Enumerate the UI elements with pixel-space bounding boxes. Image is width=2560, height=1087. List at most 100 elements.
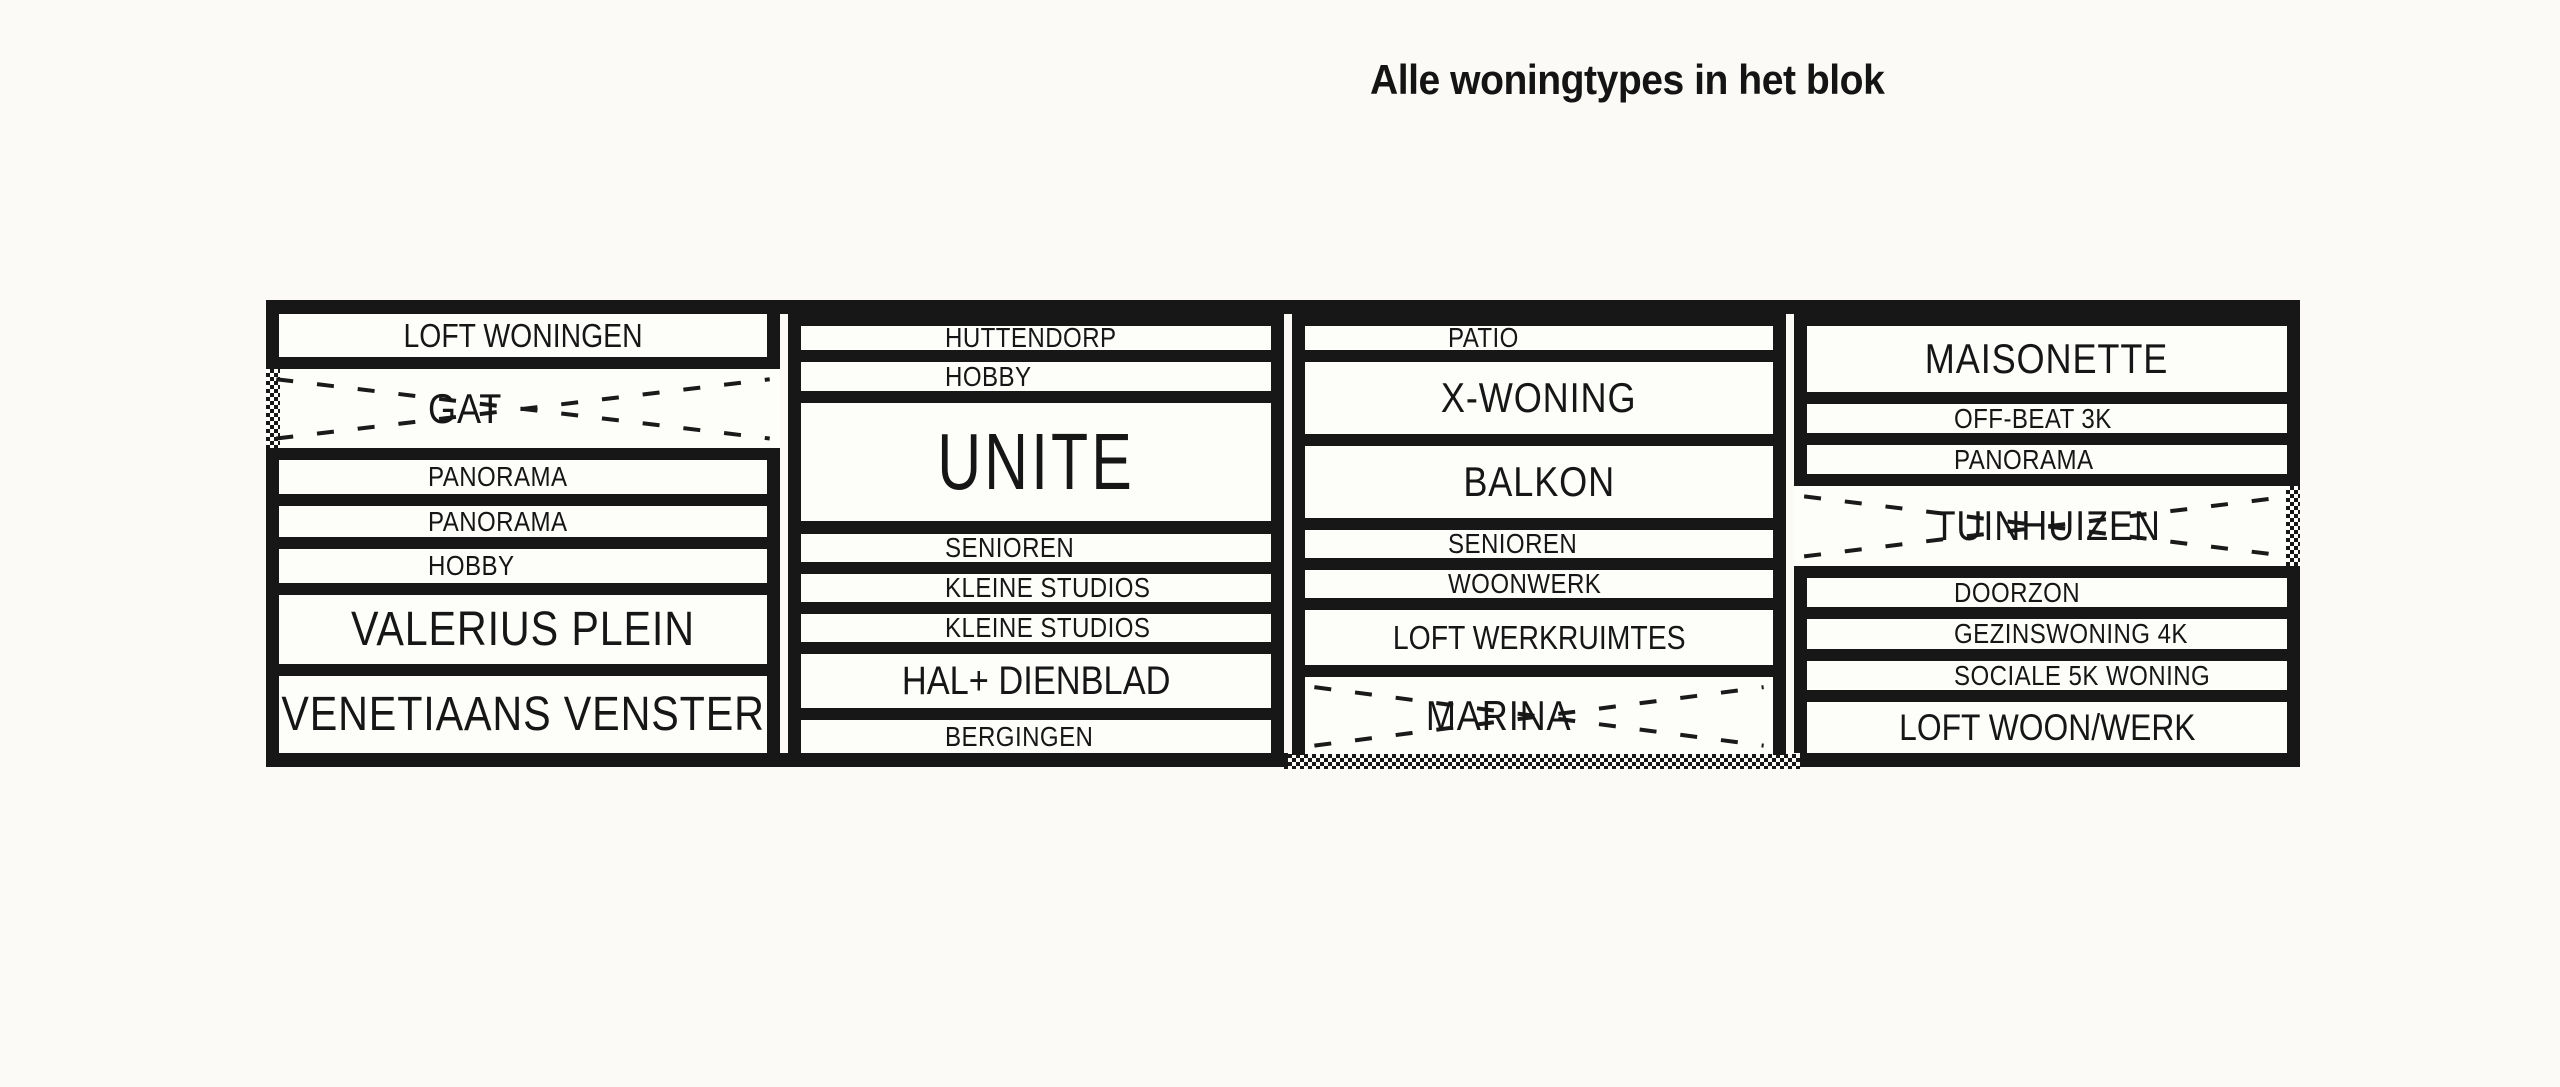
cell-marina: MARINA [1292,677,1786,755]
cell-kleine-studios-1: KLEINE STUDIOS [788,572,1284,603]
cell-panorama-3: PANORAMA [1794,443,2300,475]
diagram-top-border [266,300,2300,314]
row-divider [1292,598,1786,610]
cell-loft-werkruimtes: LOFT WERKRUIMTES [1292,610,1786,665]
row-divider [1292,350,1786,362]
row-divider [266,448,780,460]
row-divider [266,583,780,595]
cell-doorzon: DOORZON [1794,576,2300,608]
cell-venetiaans-venster: VENETIAANS VENSTER [266,676,780,753]
cell-tuinhuizen: TUINHUIZEN [1794,486,2300,566]
cell-label: VENETIAANS VENSTER [281,688,765,741]
cell-kleine-studios-2: KLEINE STUDIOS [788,612,1284,643]
row-divider [266,494,780,506]
cell-label: SENIOREN [944,532,1075,563]
row-divider [788,391,1284,403]
column-2: HUTTENDORP HOBBY UNITE SENIOREN KLEINE S… [788,314,1284,753]
cell-off-beat-3k: OFF-BEAT 3K [1794,402,2300,434]
cell-label: BALKON [1463,458,1615,505]
column-1: LOFT WONINGEN GAT PANORAMA PANORAMA HOBB… [266,314,780,753]
row-divider [1794,607,2300,619]
cell-label: X-WONING [1441,374,1637,421]
cell-senioren-2: SENIOREN [1292,528,1786,559]
hatch-strip-right [2286,486,2300,566]
cell-label: SENIOREN [1448,528,1578,559]
column-3: PATIO X-WONING BALKON SENIOREN WOONWERK … [1292,314,1786,755]
cell-valerius-plein: VALERIUS PLEIN [266,595,780,664]
hatch-strip-left [266,369,280,448]
cell-hobby-1: HOBBY [266,549,780,583]
cell-label: PANORAMA [1953,443,2094,475]
hatch-strip-bottom [1284,754,1800,769]
cell-unite: UNITE [788,403,1284,521]
row-divider [788,708,1284,720]
cell-label: BERGINGEN [944,720,1094,752]
cell-label: PANORAMA [428,505,568,537]
cell-gezinswoning-4k: GEZINSWONING 4K [1794,618,2300,649]
row-divider [788,350,1284,362]
cell-label: KLEINE STUDIOS [944,612,1151,643]
column-top-border [1794,314,2300,326]
diagram-bottom-border-right [1800,753,2300,767]
cell-label: DOORZON [1953,576,2080,608]
cell-label: LOFT WERKRUIMTES [1392,618,1686,656]
cell-label: VALERIUS PLEIN [351,603,695,656]
column-top-border [788,314,1284,326]
column-top-border [1292,314,1786,326]
row-divider [1292,558,1786,570]
cell-hobby-2: HOBBY [788,360,1284,392]
column-4: MAISONETTE OFF-BEAT 3K PANORAMA TUINHUIZ… [1794,314,2300,753]
cell-label: OFF-BEAT 3K [1953,402,2112,434]
row-divider [266,357,780,369]
cell-label: SOCIALE 5K WONING [1953,659,2210,691]
cell-label: MAISONETTE [1925,335,2169,382]
dashed-cross-icon [276,377,770,441]
cell-loft-woon-werk: LOFT WOON/WERK [1794,702,2300,753]
row-divider [1794,392,2300,404]
row-divider [788,602,1284,614]
row-divider [1292,518,1786,530]
cell-label: WOONWERK [1448,568,1602,599]
row-divider [1794,649,2300,661]
cell-panorama-1: PANORAMA [266,460,780,494]
row-divider [1794,474,2300,486]
cell-x-woning: X-WONING [1292,362,1786,434]
row-divider [1794,433,2300,445]
cell-bergingen: BERGINGEN [788,720,1284,753]
diagram-bottom-border-left [266,753,1288,767]
cell-label: HOBBY [944,360,1032,392]
cell-label: UNITE [937,417,1135,506]
cell-label: KLEINE STUDIOS [944,572,1151,603]
cell-label: GEZINSWONING 4K [1953,618,2188,649]
cell-maisonette: MAISONETTE [1794,326,2300,392]
cell-loft-woningen: LOFT WONINGEN [266,314,780,357]
cell-label: LOFT WONINGEN [403,316,643,354]
row-divider [788,562,1284,574]
cell-label: LOFT WOON/WERK [1898,706,2196,748]
row-divider [1292,434,1786,446]
cell-label: MARINA [1426,692,1572,739]
dashed-cross-icon [1314,685,1764,748]
row-divider [266,537,780,549]
row-divider [788,521,1284,534]
cell-label: TUINHUIZEN [1933,502,2161,549]
cell-senioren-1: SENIOREN [788,532,1284,563]
page-title: Alle woningtypes in het blok [1370,56,1885,103]
row-divider [1794,690,2300,702]
cell-patio: PATIO [1292,322,1786,353]
cell-hal-dienblad: HAL+ DIENBLAD [788,654,1284,708]
row-divider [788,642,1284,654]
cell-huttendorp: HUTTENDORP [788,322,1284,353]
cell-label: HUTTENDORP [944,322,1117,353]
cell-label: GAT [428,384,503,432]
cell-label: PATIO [1448,322,1520,353]
cell-balkon: BALKON [1292,446,1786,518]
row-divider [1292,665,1786,677]
cell-label: HAL+ DIENBLAD [901,658,1171,703]
cell-label: PANORAMA [428,461,568,492]
cell-gat: GAT [266,369,780,448]
row-divider [1794,566,2300,578]
cell-woonwerk: WOONWERK [1292,568,1786,599]
cell-label: HOBBY [428,550,515,581]
